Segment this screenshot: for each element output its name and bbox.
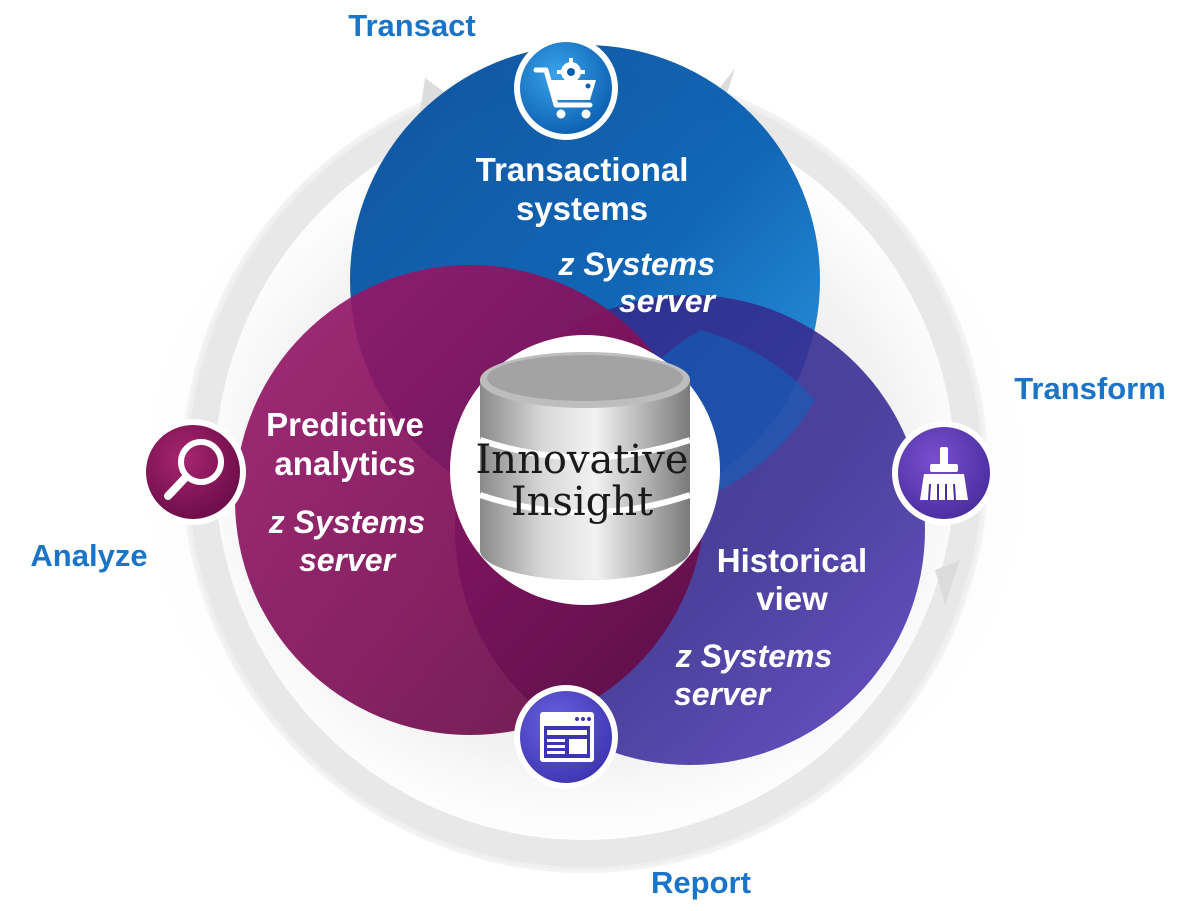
transactional-sub-line1: z Systems [557, 246, 715, 282]
browser-window-icon [514, 685, 618, 789]
predictive-title-line1: Predictive [266, 406, 424, 443]
database-icon [479, 352, 691, 580]
transactional-sub-line2: server [619, 283, 717, 319]
stage-label-transform: Transform [1014, 371, 1166, 406]
center-title-line1: Innovative [476, 437, 689, 483]
predictive-sub-line2: server [299, 542, 397, 578]
transactional-title-line2: systems [516, 190, 648, 227]
shopping-cart-gear-icon [514, 36, 618, 140]
historical-sub-line1: z Systems [675, 638, 833, 674]
magnifying-glass-icon [140, 419, 246, 525]
transactional-title-line1: Transactional [476, 151, 689, 188]
ring-arrow-right [935, 560, 960, 605]
stage-label-transact: Transact [348, 8, 476, 43]
stage-label-report: Report [651, 865, 751, 900]
ring-arrow-top-left [420, 78, 455, 112]
historical-title-line1: Historical [717, 542, 867, 579]
predictive-title-line2: analytics [274, 445, 415, 482]
center-title-line2: Insight [511, 479, 653, 525]
historical-title-line2: view [756, 580, 828, 617]
predictive-sub-line1: z Systems [268, 504, 426, 540]
historical-sub-line2: server [674, 676, 772, 712]
stage-label-analyze: Analyze [30, 538, 147, 573]
broom-icon [892, 421, 996, 525]
